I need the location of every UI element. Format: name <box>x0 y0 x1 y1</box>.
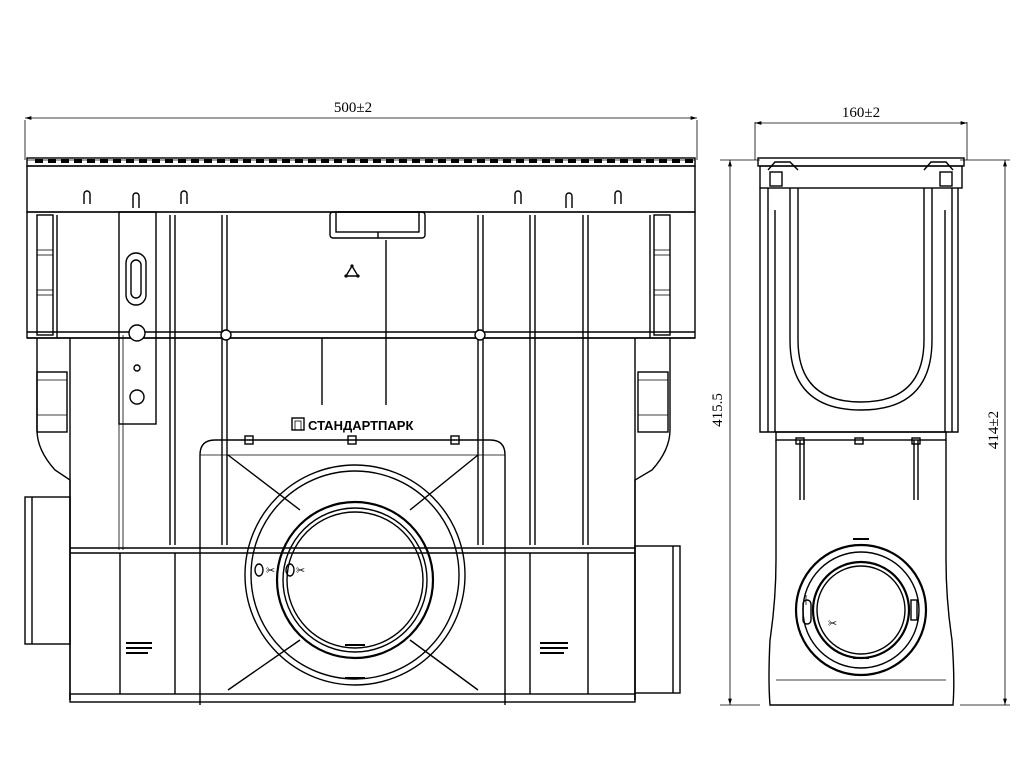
grate-slot <box>685 159 693 163</box>
grate-slot <box>321 159 329 163</box>
grate-slot <box>204 159 212 163</box>
brand-name: СТАНДАРТПАРК <box>308 418 413 433</box>
grate-slot <box>243 159 251 163</box>
grate-slot <box>503 159 511 163</box>
grate-slot <box>477 159 485 163</box>
front-width-label: 500±2 <box>334 100 372 116</box>
grate-slot <box>269 159 277 163</box>
grate-slot <box>334 159 342 163</box>
grate-slot <box>620 159 628 163</box>
grate-slot <box>581 159 589 163</box>
grate-slot <box>386 159 394 163</box>
grate-slot <box>61 159 69 163</box>
body-upper <box>26 211 696 545</box>
grate-slot <box>594 159 602 163</box>
grate-slot <box>256 159 264 163</box>
grate-slot <box>87 159 95 163</box>
grate-slot <box>633 159 641 163</box>
grate-slot <box>191 159 199 163</box>
mounting-plate <box>118 211 157 550</box>
grate-slot <box>646 159 654 163</box>
grate-slot <box>607 159 615 163</box>
grate-slot <box>659 159 667 163</box>
grate-slot <box>295 159 303 163</box>
brand-logo-icon <box>291 417 305 431</box>
front-view: 500±2 <box>24 100 698 705</box>
scissors-icon: ✂ <box>296 564 305 577</box>
side-view: 160±2 415.5 414±2 <box>710 105 1010 706</box>
grate-slot <box>230 159 238 163</box>
grate-slot <box>373 159 381 163</box>
grate-slot <box>35 159 43 163</box>
grate-slot <box>672 159 680 163</box>
grate-slot <box>399 159 407 163</box>
grate-slot <box>100 159 108 163</box>
top-grate <box>26 157 696 213</box>
grate-slot <box>451 159 459 163</box>
grate-slot <box>178 159 186 163</box>
recycle-icon <box>344 264 360 278</box>
grate-slot <box>542 159 550 163</box>
inner-height-dimension: 415.5 <box>710 159 760 706</box>
side-width-dimension: 160±2 <box>754 105 968 160</box>
inner-height-label: 415.5 <box>710 393 726 427</box>
grate-slot <box>74 159 82 163</box>
grate-slot <box>529 159 537 163</box>
outer-height-dimension: 414±2 <box>960 159 1010 706</box>
outlet-frame <box>199 435 506 705</box>
outer-height-label: 414±2 <box>986 411 1002 449</box>
small-markings <box>126 642 568 654</box>
grate-slot <box>113 159 121 163</box>
grate-slot <box>217 159 225 163</box>
outlet-opening: ✂ ✂ <box>244 464 466 686</box>
scissors-icon: ✂ <box>266 564 275 577</box>
side-body: ✂ <box>757 157 965 706</box>
lower-ribs <box>119 553 589 694</box>
grate-slot <box>516 159 524 163</box>
grate-slot <box>282 159 290 163</box>
grate-slot <box>412 159 420 163</box>
grate-slot <box>360 159 368 163</box>
body-lower <box>24 338 681 703</box>
grate-slot <box>152 159 160 163</box>
grate-slot <box>308 159 316 163</box>
scissors-icon: ✂ <box>828 617 837 630</box>
grate-slot <box>48 159 56 163</box>
grate-clips <box>83 190 622 208</box>
grate-slot <box>568 159 576 163</box>
front-width-dimension: 500±2 <box>24 100 698 160</box>
grate-slot <box>490 159 498 163</box>
grate-slot <box>139 159 147 163</box>
brand-label: СТАНДАРТПАРК <box>291 417 413 433</box>
grate-slot <box>425 159 433 163</box>
grate-slot <box>464 159 472 163</box>
grate-slot <box>438 159 446 163</box>
grate-slot <box>126 159 134 163</box>
grate-slot <box>347 159 355 163</box>
grate-slot <box>165 159 173 163</box>
side-width-label: 160±2 <box>842 105 880 121</box>
grate-slot <box>555 159 563 163</box>
